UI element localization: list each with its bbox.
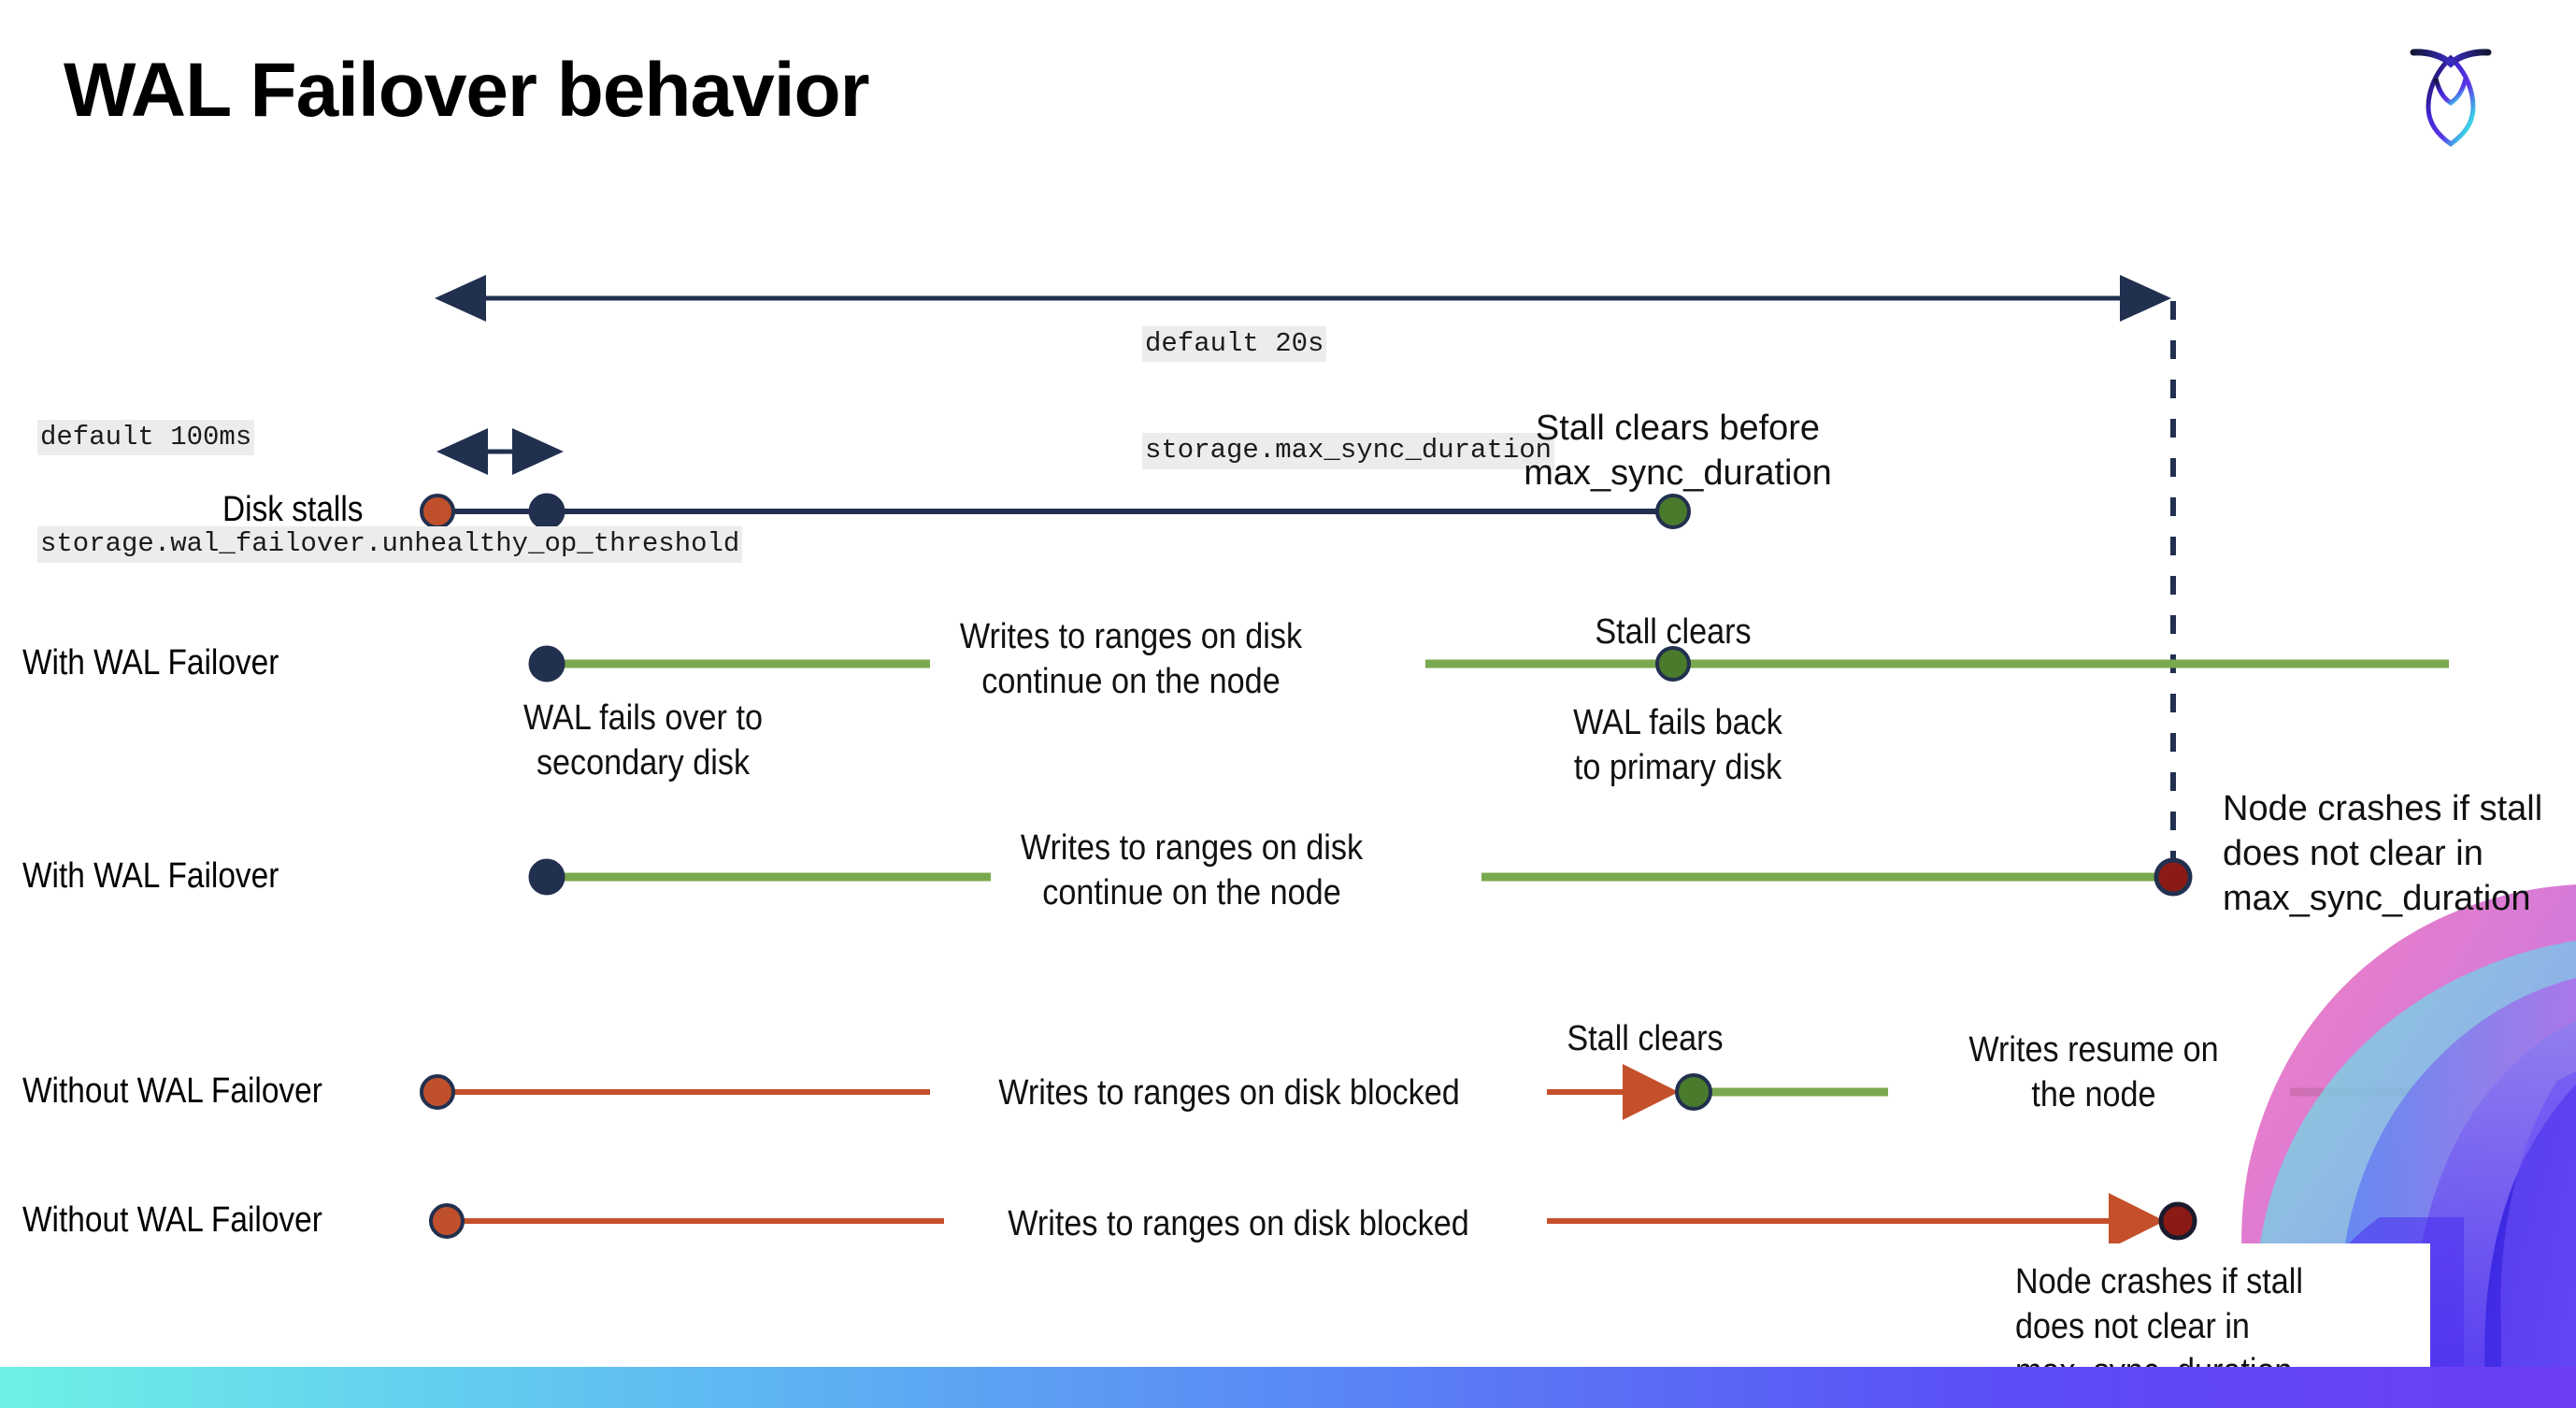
annotation-writes-blocked-2: Writes to ranges on disk blocked [1008,1204,1469,1243]
marker-stall-start-row4 [420,1074,455,1110]
row-label-without-wal-failover-2: Without WAL Failover [22,1200,322,1240]
annotation-stall-clears-before: Stall clears before max_sync_duration [1524,409,1832,493]
unhealthy-op-threshold-default: default 100ms [37,419,255,455]
max-sync-duration-setting: storage.max_sync_duration [1142,433,1555,469]
annotation-wal-fails-back: WAL fails back to primary disk [1573,703,1782,787]
marker-wal-fails-over-row3 [528,858,565,896]
unhealthy-op-threshold-code-chip: default 100ms storage.wal_failover.unhea… [37,348,743,634]
marker-wal-fails-over [528,645,565,682]
marker-node-crash-row3 [2154,857,2193,897]
annotation-stall-clears-2: Stall clears [1567,1019,1724,1058]
marker-node-crash-row5 [2158,1201,2197,1241]
unhealthy-op-threshold-setting: storage.wal_failover.unhealthy_op_thresh… [37,526,743,563]
annotation-writes-resume: Writes resume on the node [1968,1030,2219,1114]
marker-stall-clears [1655,494,1691,529]
page-title: WAL Failover behavior [64,48,870,133]
annotation-writes-blocked-1: Writes to ranges on disk blocked [998,1073,1460,1113]
row-line-with-wal-failover-1 [528,645,2449,682]
logo-icon [2410,49,2492,148]
max-sync-duration-default: default 20s [1142,325,1327,362]
row-label-without-wal-failover-1: Without WAL Failover [22,1071,322,1111]
row-label-disk-stalls: Disk stalls [222,490,364,529]
cockroachdb-logo [2385,28,2516,159]
annotation-stall-clears-1: Stall clears [1595,612,1752,652]
row-label-with-wal-failover-1: With WAL Failover [22,643,279,682]
annotation-node-crashes-1: Node crashes if stall does not clear in … [2223,789,2543,918]
marker-stall-clears-row2 [1655,646,1691,682]
marker-stall-clears-row4 [1675,1073,1712,1111]
annotation-wal-fails-over: WAL fails over to secondary disk [523,698,763,783]
row-line-without-wal-failover-2 [429,1193,2197,1249]
marker-stall-start-row5 [429,1203,465,1239]
annotation-writes-continue-1: Writes to ranges on disk continue on the… [959,617,1303,701]
max-sync-duration-code-chip: default 20s storage.max_sync_duration [1142,254,1555,540]
row-label-with-wal-failover-2: With WAL Failover [22,856,279,896]
bottom-gradient-bar [0,1367,2576,1408]
annotation-writes-continue-2: Writes to ranges on disk continue on the… [1020,828,1364,912]
row-line-with-wal-failover-2 [528,857,2193,897]
